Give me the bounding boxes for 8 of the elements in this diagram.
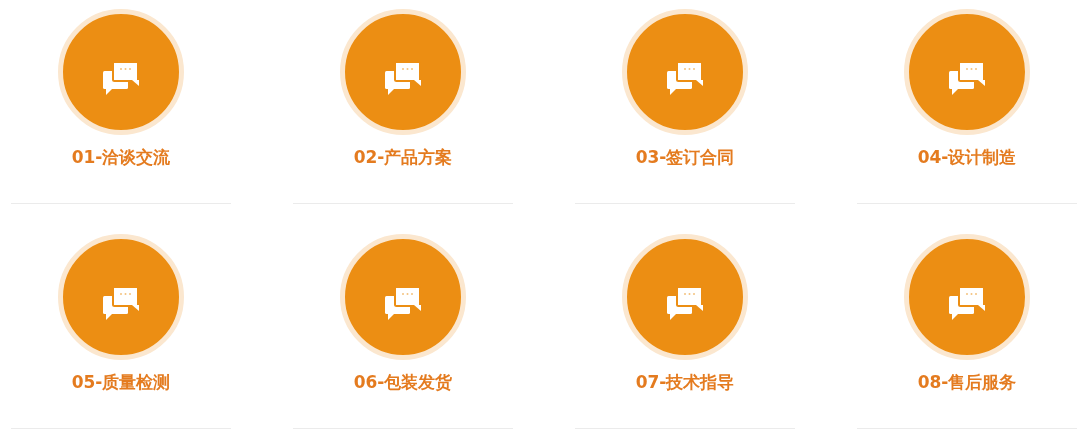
step-title: 04-设计制造 [916, 146, 1018, 169]
step-title: 02-产品方案 [352, 146, 454, 169]
step-title: 06-包装发货 [352, 371, 454, 394]
step-title: 07-技术指导 [634, 371, 736, 394]
step-title: 05-质量检测 [70, 371, 172, 394]
step-title: 03-签订合同 [634, 146, 736, 169]
step-title: 01-洽谈交流 [70, 146, 172, 169]
step-title: 08-售后服务 [916, 371, 1018, 394]
